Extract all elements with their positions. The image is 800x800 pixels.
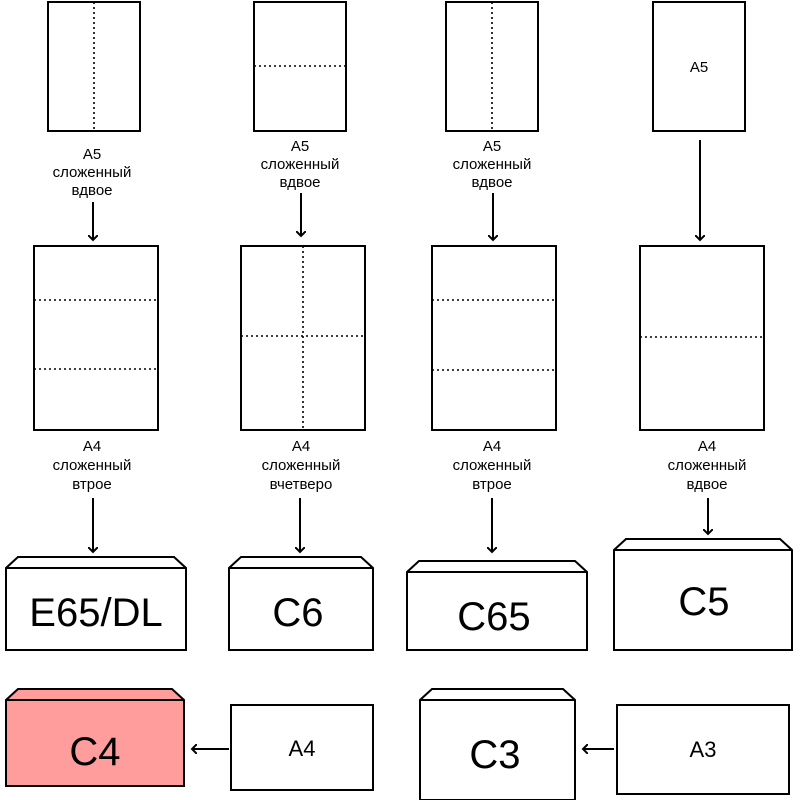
- caption-line: сложенный: [668, 457, 747, 474]
- caption-line: вчетверо: [270, 476, 333, 493]
- sheet-label: A4: [289, 736, 316, 761]
- caption-line: вдвое: [71, 182, 112, 199]
- a5-sheet-unfolded: [652, 1, 746, 132]
- envelope-label: C5: [678, 580, 729, 624]
- column-c5: A5 A4 сложенный вдвое C5: [613, 1, 793, 651]
- caption-line: A4: [292, 438, 310, 455]
- envelope-label: C6: [272, 591, 323, 635]
- sheet-label: A3: [690, 737, 717, 762]
- a5-sheet-vertical-fold: [47, 1, 141, 132]
- caption-line: сложенный: [262, 457, 341, 474]
- caption-line: сложенный: [53, 457, 132, 474]
- a4-sheet-flat: [230, 704, 374, 791]
- caption-line: вдвое: [279, 174, 320, 191]
- column-e65-dl: A5 сложенный вдвое A4 сложенный втрое E6…: [5, 1, 187, 651]
- caption-line: сложенный: [53, 164, 132, 181]
- envelope-label: C4: [69, 730, 120, 774]
- a4-sheet-trifold: [33, 245, 159, 431]
- caption-line: A4: [83, 438, 101, 455]
- caption-line: A5: [83, 146, 101, 163]
- caption-line: втрое: [72, 476, 112, 493]
- caption-line: A5: [483, 138, 501, 155]
- caption-line: A5: [291, 138, 309, 155]
- caption-line: втрое: [472, 476, 512, 493]
- caption-line: сложенный: [453, 457, 532, 474]
- a4-sheet-trifold: [431, 245, 557, 431]
- column-c6: A5 сложенный вдвое A4 сложенный вчетверо…: [228, 1, 374, 651]
- caption-line: A4: [698, 438, 716, 455]
- sheet-label: A5: [690, 59, 708, 76]
- a5-sheet-vertical-fold: [445, 1, 539, 132]
- row-c3: C3 A3: [419, 688, 790, 800]
- caption-line: сложенный: [453, 156, 532, 173]
- row-c4: C4 A4: [5, 688, 374, 791]
- caption-line: вдвое: [686, 476, 727, 493]
- a4-sheet-half-fold: [639, 245, 765, 431]
- envelope-label: E65/DL: [29, 591, 162, 635]
- caption-line: вдвое: [471, 174, 512, 191]
- caption-line: A4: [483, 438, 501, 455]
- a3-sheet-flat: [616, 704, 790, 795]
- envelope-label: C65: [457, 595, 530, 639]
- envelope-label: C3: [469, 733, 520, 777]
- caption-line: сложенный: [261, 156, 340, 173]
- column-c65: A5 сложенный вдвое A4 сложенный втрое C6…: [406, 1, 588, 651]
